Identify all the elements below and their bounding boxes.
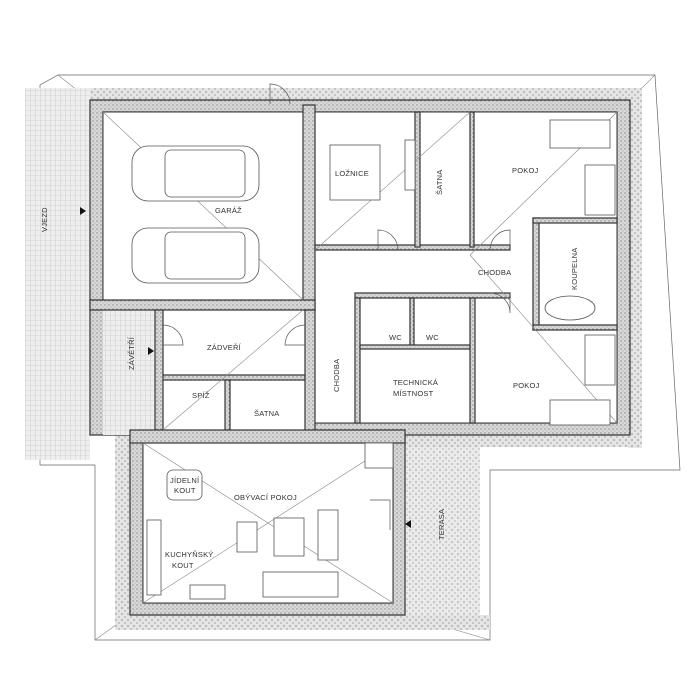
room-label-kitchen-1: KUCHYŇSKÝ <box>165 550 213 559</box>
driveway-area <box>25 88 90 460</box>
car-icon <box>131 145 260 202</box>
paving-right <box>628 88 642 448</box>
room-label-wc2: WC <box>426 333 439 342</box>
room-label-corridor-mid: CHODBA <box>332 359 341 392</box>
room-label-wc1: WC <box>389 333 402 342</box>
car-icon <box>131 227 260 284</box>
area-label-driveway: VJEZD <box>40 207 49 232</box>
room-label-kitchen-2: KOUT <box>172 561 194 570</box>
terrace-area <box>405 447 480 615</box>
room-label-dining-1: JÍDELNÍ <box>170 476 200 485</box>
room-label-vestibule: ZÁDVEŘÍ <box>207 343 242 352</box>
doors <box>162 83 511 530</box>
room-label-technical-2: MÍSTNOST <box>393 389 434 398</box>
entrance-arrow-icon <box>80 207 86 215</box>
room-label-dining-2: KOUT <box>174 486 196 495</box>
room-label-wardrobe-bottom: ŠATNA <box>254 409 279 418</box>
room-label-living: OBÝVACÍ POKOJ <box>234 493 297 502</box>
area-label-terrace: TERASA <box>437 509 446 540</box>
paving-top <box>90 88 642 102</box>
entrance-arrow-icon <box>148 347 154 355</box>
room-label-corridor-right: CHODBA <box>478 268 511 277</box>
furniture <box>146 119 616 600</box>
room-label-bathroom: KOUPELNA <box>570 248 579 290</box>
area-label-porch: ZÁVĚTŘÍ <box>127 336 136 370</box>
room-label-wardrobe-top: ŠATNA <box>435 170 444 195</box>
room-label-garage: GARÁŽ <box>215 206 242 215</box>
room-label-room-top: POKOJ <box>512 166 538 175</box>
room-label-pantry: SPÍŽ <box>192 391 210 400</box>
room-label-bedroom: LOŽNICE <box>335 169 369 178</box>
entrance-arrow-icon <box>405 520 411 528</box>
room-label-room-bottom: POKOJ <box>513 381 539 390</box>
room-label-technical-1: TECHNICKÁ <box>393 378 438 387</box>
